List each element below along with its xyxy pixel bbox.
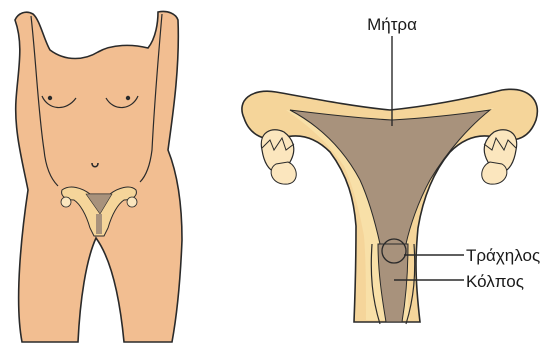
uterus-cavity (290, 110, 490, 244)
right-ovary (482, 162, 507, 184)
cervix-label: Τράχηλος (466, 246, 540, 265)
torso-figure (15, 11, 182, 342)
left-ovary (271, 162, 296, 184)
right-fimbria (482, 130, 517, 184)
left-fimbria (261, 130, 296, 184)
left-nipple (48, 96, 52, 100)
torso-body (15, 11, 182, 342)
right-nipple (126, 96, 130, 100)
uterus-diagram: Μήτρα Τράχηλος Κόλπος (242, 15, 540, 324)
uterus-label: Μήτρα (367, 15, 417, 34)
vagina-label: Κόλπος (466, 272, 524, 291)
